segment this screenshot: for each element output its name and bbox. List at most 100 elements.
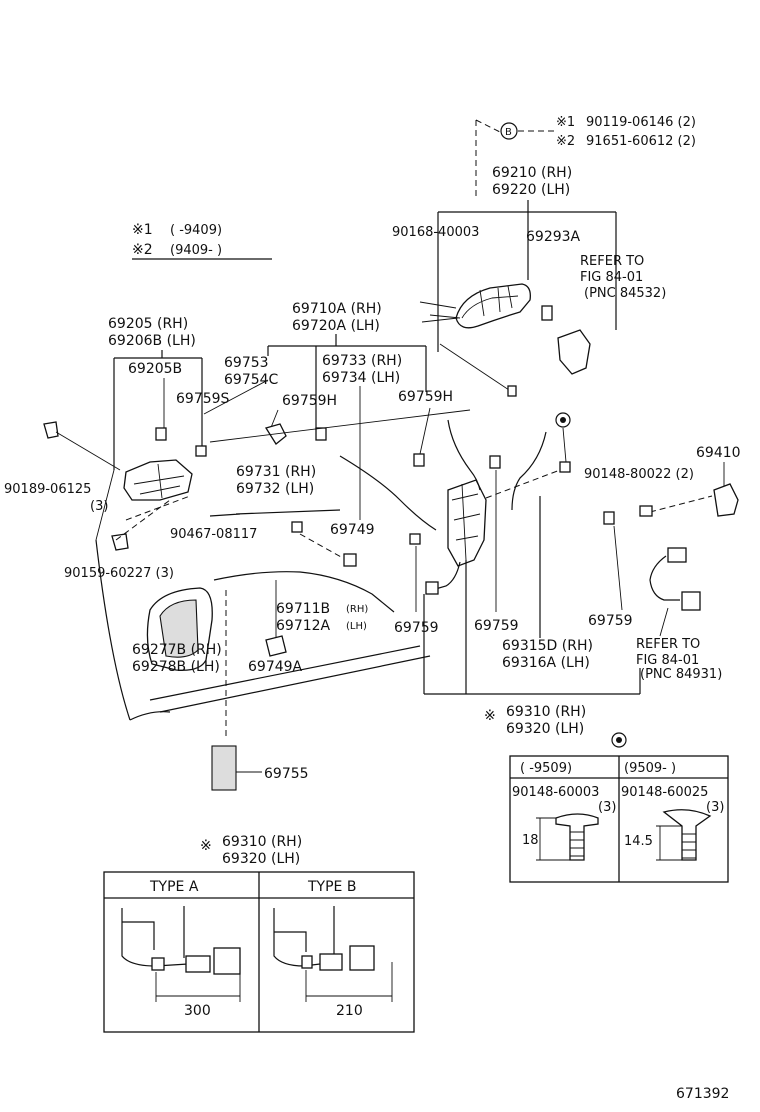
label-69749: 69749	[330, 522, 375, 538]
refer2-line3: (PNC 84931)	[640, 667, 722, 682]
label-69410: 69410	[696, 445, 741, 461]
rod-69733	[339, 455, 437, 531]
bracket-84532	[557, 329, 591, 375]
type-a-connector-1	[185, 955, 211, 973]
ref1-text: 90119-06146 (2)	[586, 115, 696, 130]
door-edge-left	[95, 539, 131, 721]
circle-mark-icon-1	[555, 412, 571, 428]
bezel-inner	[159, 599, 199, 658]
label-69205: 69205 (RH)	[108, 316, 188, 332]
label-69205B: 69205B	[128, 361, 182, 377]
screw-col2-dim: 14.5	[624, 834, 653, 849]
label-69732: 69732 (LH)	[236, 481, 314, 497]
striker-69410	[713, 483, 739, 517]
top-right-refs: B ※1 90119-06146 (2) ※2 91651-60612 (2)	[475, 115, 696, 200]
clip-69759H-a	[315, 427, 327, 441]
refer2-line2: FIG 84-01	[636, 653, 699, 668]
inside-handle-group: 69205 (RH) 69206B (LH) 69205B 69759S 697…	[108, 316, 471, 501]
type-a-dim: 300	[184, 1003, 211, 1019]
screw-col1-header: ( -9509)	[520, 761, 572, 776]
type-b-dim: 210	[336, 1003, 363, 1019]
label-90189: 90189-06125	[4, 482, 91, 497]
screw-col1-qty: (3)	[598, 800, 616, 815]
circle-b-letter: B	[505, 127, 512, 138]
handle-bracket	[437, 200, 617, 352]
door-bottom-line	[149, 645, 421, 701]
label-69206B: 69206B (LH)	[108, 333, 196, 349]
label-69320: 69320 (LH)	[506, 721, 584, 737]
label-69759-c: 69759	[588, 613, 633, 629]
screw-table: ( -9509) (9509- ) 90148-60003 (3) 90148-…	[509, 732, 729, 883]
label-69733: 69733 (RH)	[322, 353, 402, 369]
type-title-l1: 69310 (RH)	[222, 834, 302, 850]
type-a-connector-2	[213, 947, 241, 975]
screw-60003-drawing	[555, 813, 599, 861]
label-69712A-lh: (LH)	[346, 621, 367, 632]
screw-60025-drawing	[662, 809, 712, 861]
label-69749A: 69749A	[248, 659, 303, 675]
lock-rod-1	[447, 419, 481, 491]
type-table: ※ 69310 (RH) 69320 (LH) TYPE A TYPE B 30…	[103, 834, 415, 1033]
screw-col1-dim: 18	[522, 833, 539, 848]
screw-col2-header: (9509- )	[624, 761, 676, 776]
label-69316A: 69316A (LH)	[502, 655, 590, 671]
label-69759H-a: 69759H	[282, 393, 337, 409]
label-69310: 69310 (RH)	[506, 704, 586, 720]
label-69315D: 69315D (RH)	[502, 638, 593, 654]
screw-90159	[111, 533, 129, 551]
label-90467: 90467-08117	[170, 527, 257, 542]
clip-69749A	[265, 635, 287, 657]
clip-90467	[291, 521, 303, 533]
label-90159: 90159-60227 (3)	[64, 566, 174, 581]
ref1-mark: ※1	[556, 115, 575, 130]
refer1-line3: (PNC 84532)	[584, 286, 666, 301]
clip-69759H-b	[413, 453, 425, 467]
screw-col2-qty: (3)	[706, 800, 724, 815]
label-69754C: 69754C	[224, 372, 279, 388]
refer1-line1: REFER TO	[580, 254, 644, 269]
type-b-connector-2	[349, 945, 375, 971]
label-69759H-b: 69759H	[398, 389, 453, 405]
label-69711B-rh: (RH)	[346, 604, 368, 615]
type-title-l2: 69320 (LH)	[222, 851, 300, 867]
pad-69755	[211, 745, 237, 791]
cable-69731	[209, 509, 341, 517]
label-69220: 69220 (LH)	[492, 182, 570, 198]
door-corner	[129, 711, 171, 721]
dash-90159	[115, 495, 191, 541]
leaders-69759	[415, 470, 623, 612]
label-69293A: 69293A	[526, 229, 581, 245]
harness-84931	[649, 555, 680, 601]
leader-69759H-b	[419, 407, 431, 455]
label-69277B: 69277B (RH)	[132, 642, 222, 658]
type-a-clip	[151, 957, 165, 971]
connector-84931-a	[667, 547, 687, 563]
door-lock-detail	[451, 483, 481, 561]
screw-90148	[639, 505, 653, 517]
screw-60025-thread	[682, 833, 696, 859]
label-69759-b: 69759	[474, 618, 519, 634]
type-a-dim-line	[155, 972, 241, 1002]
door-bottom-line2	[159, 655, 431, 713]
label-69731: 69731 (RH)	[236, 464, 316, 480]
legend-range2: (9409- )	[170, 243, 222, 258]
type-b-header: TYPE B	[307, 879, 356, 895]
lock-rod-2	[511, 431, 547, 511]
label-69711B: 69711B	[276, 601, 330, 617]
door-outline: 69277B (RH) 69278B (LH)	[95, 469, 431, 721]
clip-69749	[343, 553, 357, 567]
label-69210: 69210 (RH)	[492, 165, 572, 181]
type-b-dim-line	[305, 962, 393, 1002]
type-b-clip	[301, 955, 313, 969]
clip-69759-a	[409, 533, 421, 545]
clip-90189	[43, 421, 59, 439]
screw-col2-part: 90148-60025	[621, 785, 708, 800]
part-69755: 69755	[211, 745, 309, 791]
legend-range1: ( -9409)	[170, 223, 222, 238]
type-b-connector-1	[319, 953, 343, 971]
bolt-90168	[507, 385, 517, 397]
label-69720A: 69720A (LH)	[292, 318, 380, 334]
refer2-line1: REFER TO	[636, 637, 700, 652]
rod-69711B	[213, 571, 395, 613]
